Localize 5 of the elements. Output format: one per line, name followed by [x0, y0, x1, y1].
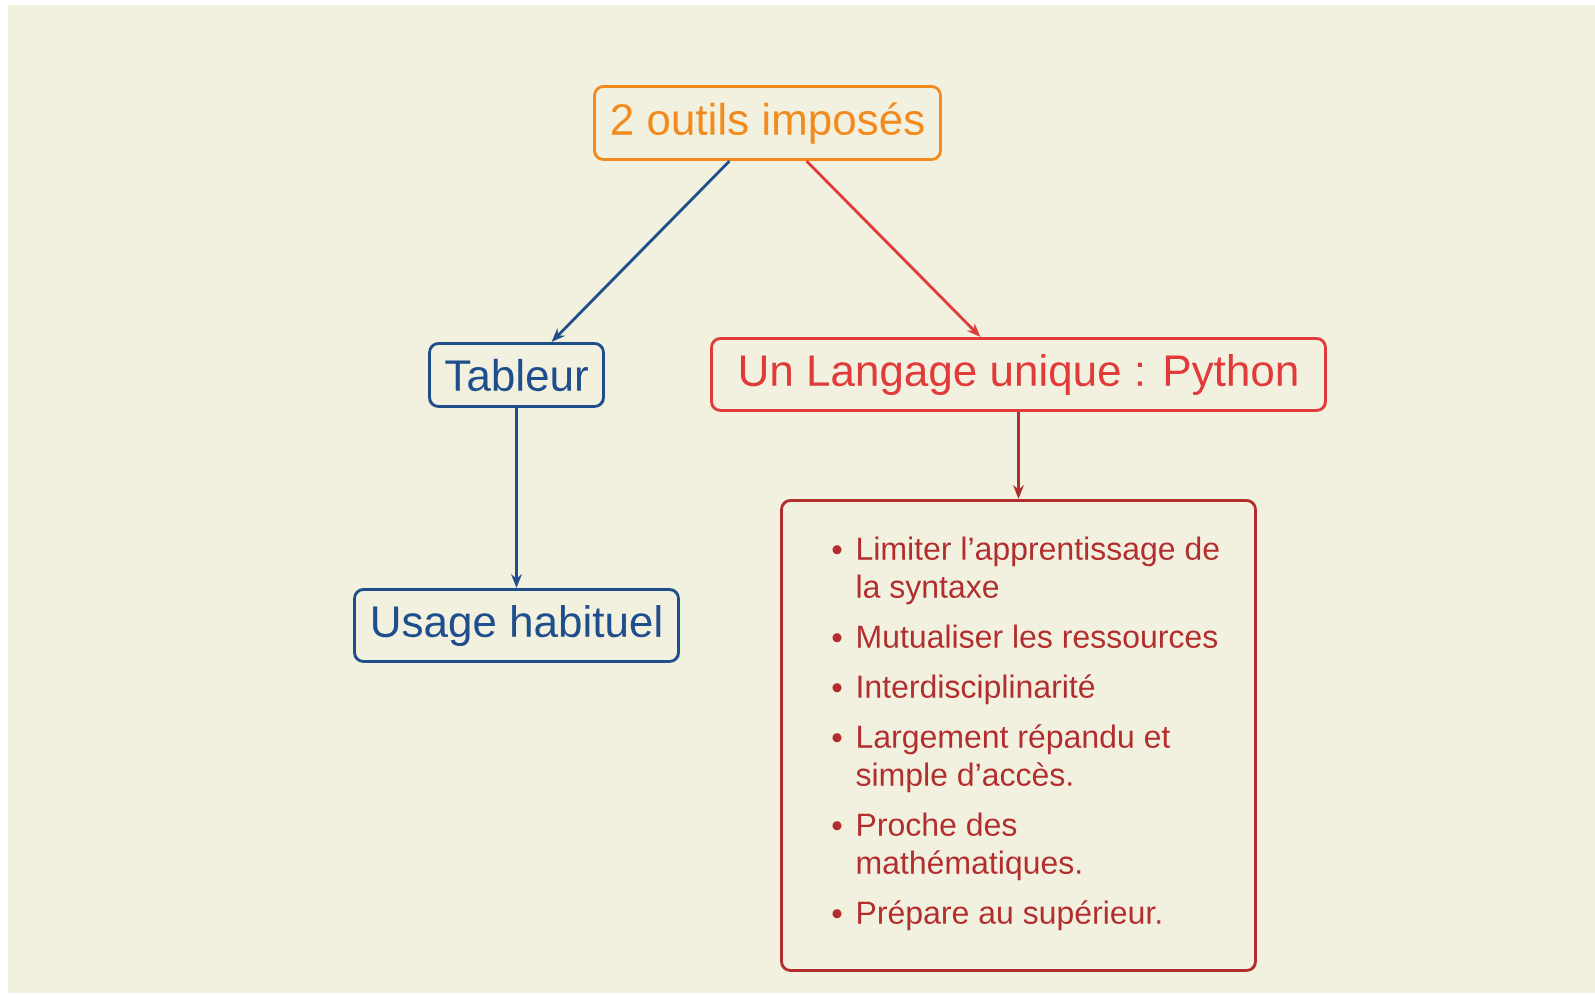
topic-box: Un Langage unique : Python	[710, 337, 1327, 412]
title-box: 2 outils imposés	[593, 85, 942, 161]
bullet-list-box: Limiter l’apprentissage de la syntaxe Mutualiser les ressources Interdisciplinarité Largement répandu et simple d’accès. Proche des mathématiques. Prépare au supérieur.	[780, 499, 1257, 972]
topic-box: Usage habituel	[353, 588, 680, 663]
topic-box: Tableur	[428, 342, 605, 408]
